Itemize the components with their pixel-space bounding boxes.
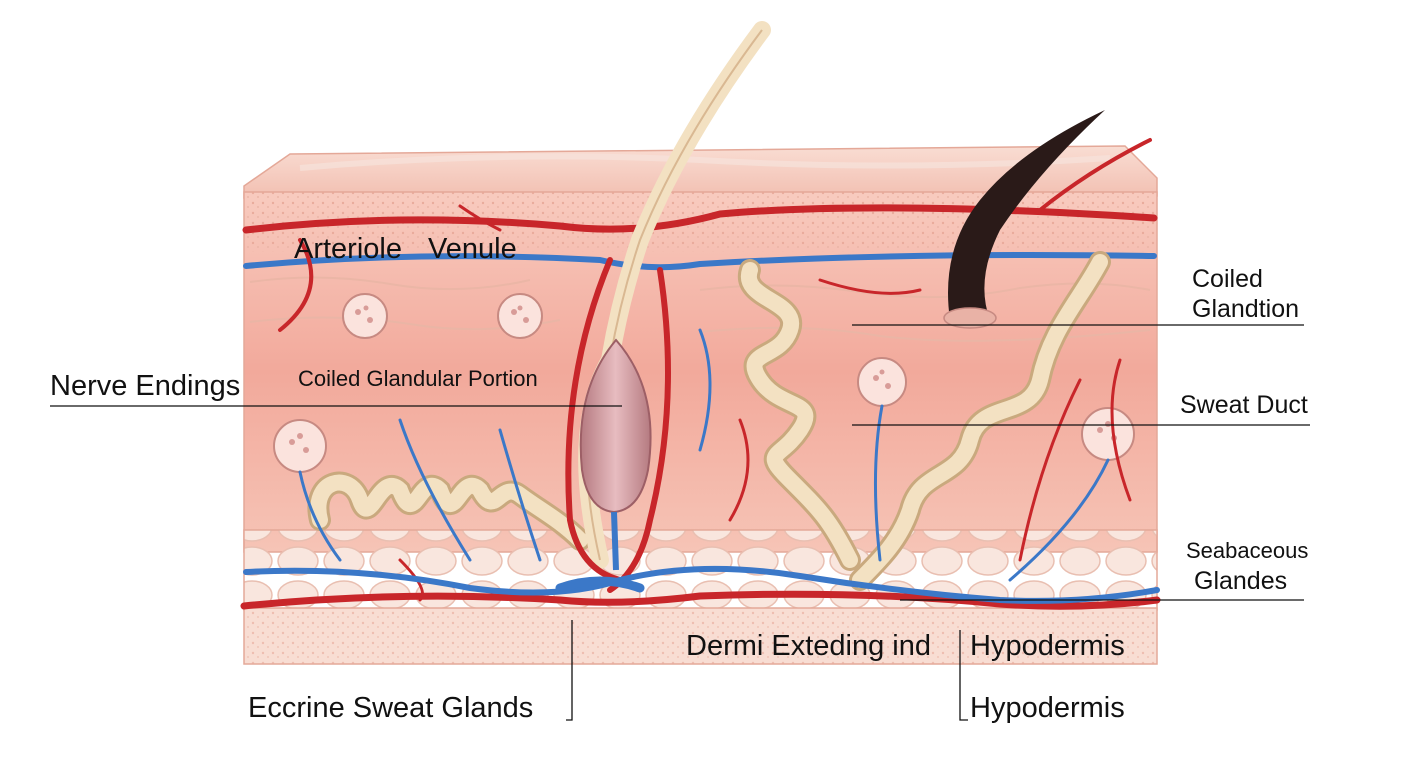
arteriole-label: Arteriole [294,233,402,265]
follicle-vessels [565,257,750,593]
coiled-sweat-glands [307,251,1111,591]
hair-follicle-left [578,21,771,571]
sweat-duct-label: Sweat Duct [1180,391,1308,419]
seabaceous-label-line2: Glandes [1194,567,1288,595]
hair-right [943,110,1105,329]
nerve-capsules [273,293,1135,473]
coiled-glandular-portion-label: Coiled Glandular Portion [298,366,538,391]
coiled-label-line1: Coiled [1192,265,1263,293]
coiled-label-line2: Glandtion [1192,295,1300,323]
dermi-exteding-label: Dermi Exteding ind [686,630,931,662]
venule-label: Venule [428,233,517,265]
hypodermis-lower-label: Hypodermis [970,692,1125,724]
eccrine-sweat-glands-label: Eccrine Sweat Glands [248,692,534,724]
leader-lines [50,324,1310,721]
nerve-endings-label: Nerve Endings [50,370,241,402]
nerve-branches [298,404,1110,582]
seabaceous-label-line1: Seabaceous [1186,538,1309,563]
hypodermis-upper-label: Hypodermis [970,630,1125,662]
